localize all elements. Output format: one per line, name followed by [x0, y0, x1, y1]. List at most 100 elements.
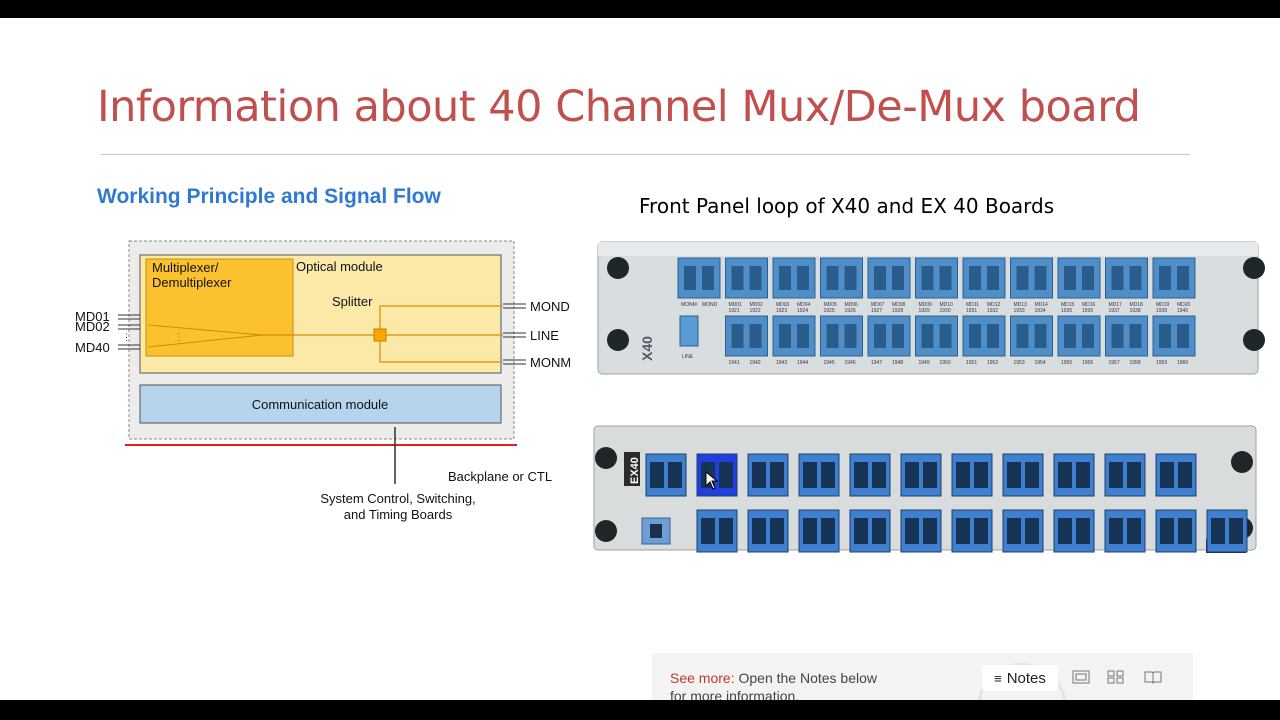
ex40-port-hole — [872, 518, 886, 544]
x40-port-hole — [1034, 324, 1047, 348]
x40-port-label: MD07 — [871, 302, 885, 308]
x40-port-hole — [1111, 266, 1124, 290]
normal-view-icon[interactable] — [1070, 669, 1092, 685]
x40-port-hole — [1159, 324, 1171, 348]
ex40-port-hole — [974, 518, 988, 544]
x40-port-freq: 1936 — [1082, 308, 1093, 314]
ex40-port-hole — [1109, 518, 1123, 544]
x40-label: X40 — [639, 336, 655, 361]
ex40-port-hole — [1058, 462, 1072, 488]
x40-port-freq: 1923 — [776, 308, 787, 314]
see-more-text: See more: Open the Notes below for more … — [670, 669, 880, 700]
x40-port-freq: 1932 — [987, 308, 998, 314]
x40-port-hole — [892, 266, 904, 290]
ex40-port-hole — [956, 518, 970, 544]
communication-module-box — [139, 384, 502, 424]
ex40-port-hole — [974, 462, 988, 488]
ex40-port-hole — [1076, 518, 1090, 544]
ex40-port-hole — [905, 462, 919, 488]
x40-port-freq: 1951 — [966, 360, 977, 366]
x40-top-rail — [598, 242, 1258, 256]
x40-port-hole — [702, 266, 714, 290]
ex40-board-image: EX40 EX40 — [593, 425, 1257, 553]
slide-sorter-icon[interactable] — [1105, 669, 1127, 685]
splitter-label: Splitter — [332, 294, 373, 309]
ex40-screw-top-right — [1231, 451, 1253, 473]
output-arrows — [503, 303, 526, 365]
ex40-port-hole — [752, 462, 766, 488]
x40-port-hole — [969, 324, 981, 348]
x40-port-hole — [731, 266, 744, 290]
optical-module-label: Optical module — [296, 259, 383, 274]
ex40-port-hole — [803, 462, 817, 488]
input-md01: MD01 — [75, 309, 110, 324]
x40-port-freq: 1954 — [1035, 360, 1046, 366]
slide-canvas: Information about 40 Channel Mux/De-Mux … — [0, 18, 1280, 700]
ex40-port-hole — [770, 518, 784, 544]
signal-flow-diagram: Multiplexer/ Demultiplexer Optical modul… — [75, 240, 570, 522]
x40-port-hole — [1129, 266, 1142, 290]
x40-port-hole — [731, 324, 744, 348]
x40-port-label: MONM — [681, 302, 697, 308]
x40-port-hole — [826, 324, 839, 348]
x40-port-label: MD20 — [1177, 302, 1191, 308]
x40-port-freq: 1931 — [966, 308, 977, 314]
ex40-port-hole — [752, 518, 766, 544]
x40-port-label: MD15 — [1061, 302, 1075, 308]
x40-port-hole — [1082, 266, 1094, 290]
input-arrows — [118, 314, 140, 350]
x40-port-label: MD14 — [1035, 302, 1049, 308]
x40-port-freq: 1950 — [940, 360, 951, 366]
system-label-1: System Control, Switching, — [320, 491, 475, 506]
mond-line — [379, 305, 503, 329]
ex40-port-hole — [1058, 518, 1072, 544]
x40-port-hole — [797, 324, 809, 348]
front-panel-heading: Front Panel loop of X40 and EX 40 Boards — [639, 194, 1055, 218]
ex40-bottom-ports — [696, 509, 1248, 553]
x40-port-hole — [1159, 266, 1171, 290]
x40-port-freq: 1957 — [1109, 360, 1120, 366]
x40-port-hole — [1064, 324, 1076, 348]
ex40-port-hole — [1007, 518, 1021, 544]
x40-port-label: MD08 — [892, 302, 906, 308]
x40-port-hole — [874, 324, 886, 348]
x40-port-label: MD10 — [940, 302, 954, 308]
x40-port-freq: 1937 — [1109, 308, 1120, 314]
x40-port-label: MD02 — [750, 302, 764, 308]
x40-port-freq: 1946 — [845, 360, 856, 366]
ex40-screw-bottom-left — [595, 520, 617, 542]
notes-button[interactable]: ≡ Notes — [982, 665, 1058, 691]
x40-port-label: MD13 — [1014, 302, 1028, 308]
x40-port-hole — [1064, 266, 1076, 290]
x40-port-freq: 1955 — [1061, 360, 1072, 366]
ex40-port-hole — [1007, 462, 1021, 488]
x40-port-freq: 1927 — [871, 308, 882, 314]
x40-port-freq: 1934 — [1035, 308, 1046, 314]
x40-port-hole — [779, 266, 791, 290]
x40-port-label: MD18 — [1130, 302, 1144, 308]
x40-port-freq: 1921 — [729, 308, 740, 314]
x40-port-freq: 1952 — [987, 360, 998, 366]
input-md40: MD40 — [75, 340, 110, 355]
working-principle-heading: Working Principle and Signal Flow — [97, 185, 441, 208]
x40-port-label: MD09 — [919, 302, 933, 308]
x40-port-freq: 1956 — [1082, 360, 1093, 366]
x40-port-freq: 1928 — [892, 308, 903, 314]
reading-view-icon[interactable] — [1142, 669, 1164, 685]
x40-port-freq: 1959 — [1156, 360, 1167, 366]
x40-port-hole — [874, 266, 886, 290]
x40-screw-bottom-right — [1243, 329, 1265, 351]
ex40-port-hole — [1160, 518, 1174, 544]
mux-label-2: Demultiplexer — [152, 275, 232, 290]
splitter-icon — [373, 328, 387, 342]
ex40-port-hole — [854, 518, 868, 544]
x40-port-freq: 1941 — [729, 360, 740, 366]
x40-port-hole — [749, 324, 762, 348]
x40-port-freq: 1958 — [1130, 360, 1141, 366]
x40-port-hole — [939, 266, 952, 290]
ex40-port-hole — [701, 518, 715, 544]
x40-port-freq: 1953 — [1014, 360, 1025, 366]
ex40-port-hole — [668, 462, 682, 488]
ex40-port-hole — [905, 518, 919, 544]
